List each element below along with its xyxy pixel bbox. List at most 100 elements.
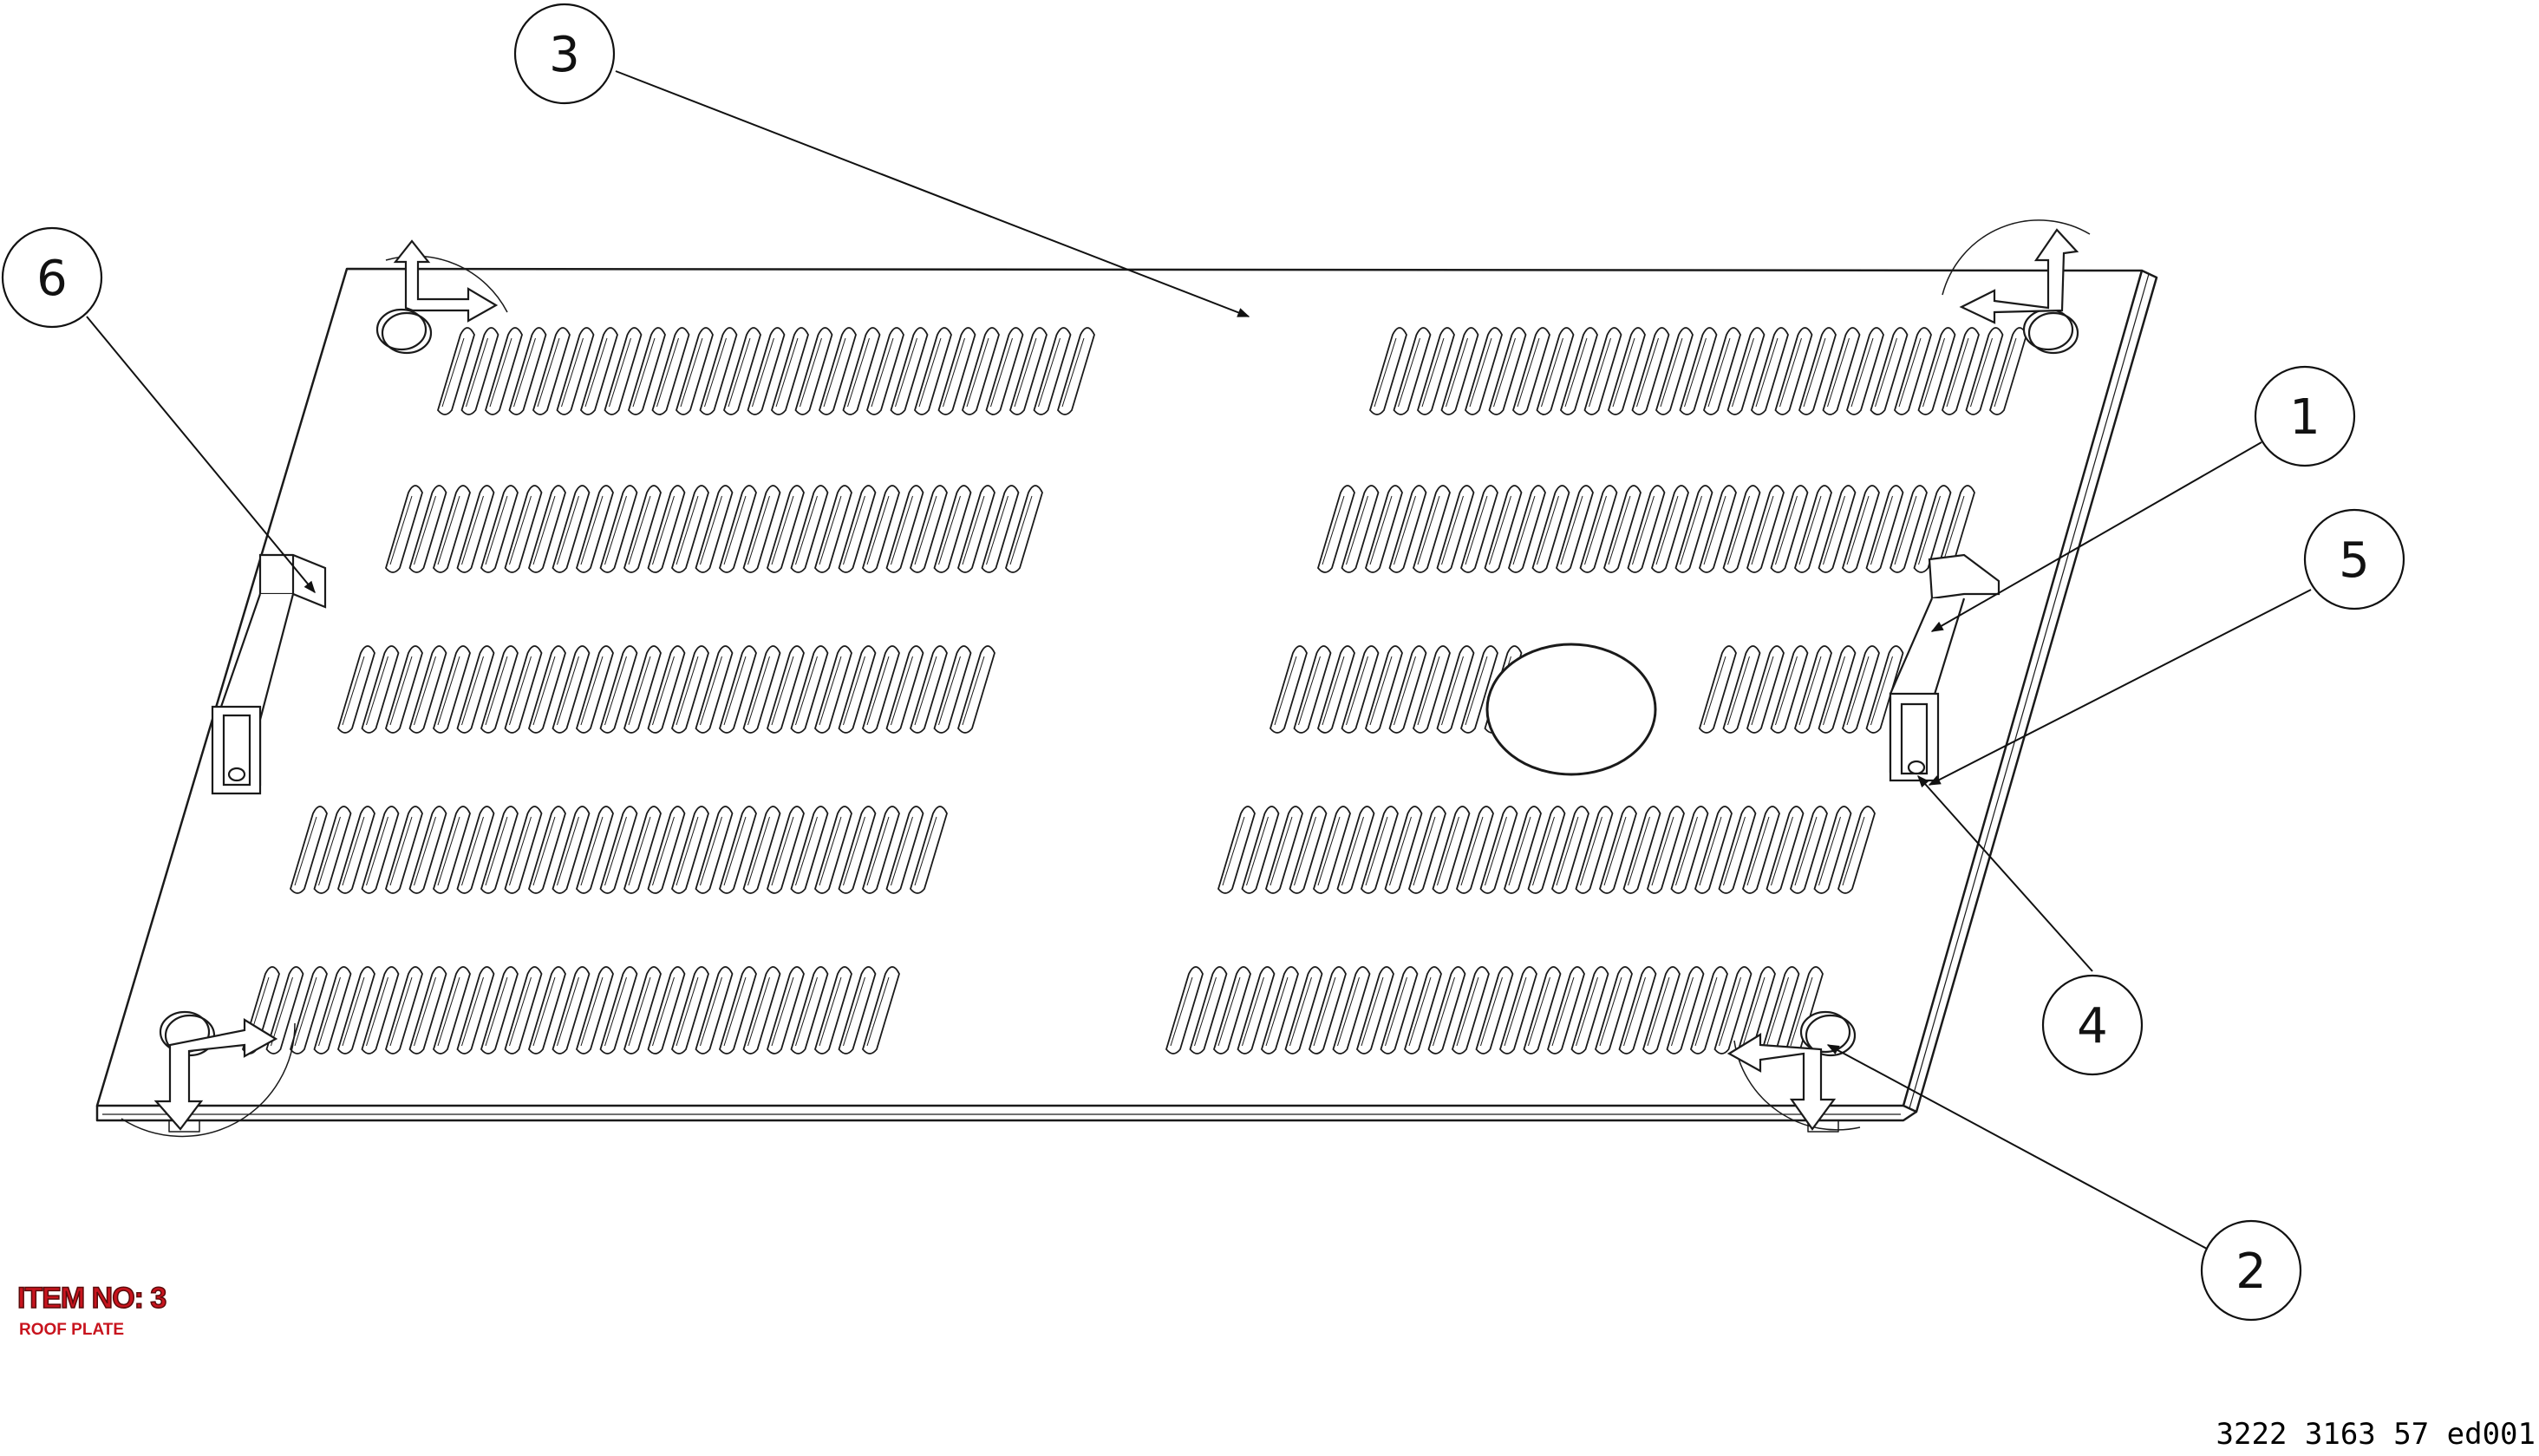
slot-shade-r5-s2 [1576,976,1598,1047]
slot-r5-s2 [1642,966,1681,1054]
slot-shade-r5-s2 [1170,976,1193,1047]
slot-r4-s2 [1289,806,1328,894]
slot-shade-r4-s2 [1556,816,1579,886]
slot-r2-s2 [1651,485,1689,573]
slot-shade-r2-s2 [1632,495,1655,565]
slot-shade-r5-s2 [1408,976,1432,1047]
slot-shade-r3-s1 [795,656,818,726]
slot-r5-s1 [767,966,805,1054]
slot-r5-s2 [1547,966,1585,1054]
slot-shade-r4-s1 [580,816,604,886]
slot-shade-r1-s1 [489,337,512,408]
slot-shade-r4-s1 [700,816,722,886]
slot-shade-r2-s1 [843,495,865,565]
slot-r2-s2 [1508,485,1546,573]
slot-r5-s1 [671,966,709,1054]
slot-shade-r5-s1 [366,976,388,1047]
slot-shade-r3-s2 [1298,656,1321,726]
slot-shade-r4-s2 [1651,816,1674,886]
slot-r3-s1 [337,645,375,734]
slot-shade-r3-s2 [1346,656,1368,726]
slot-shade-r5-s2 [1504,976,1527,1047]
slot-shade-r3-s1 [509,656,532,726]
slot-shade-r5-s1 [437,976,460,1047]
slot-shade-r2-s1 [509,495,532,565]
slot-r5-s2 [1523,966,1562,1054]
slot-shade-r3-s1 [580,656,604,726]
slot-r4-s1 [408,806,447,894]
slot-shade-r4-s1 [795,816,818,886]
item-number-title: ITEM NO: 3 [16,1282,167,1315]
slot-shade-r5-s1 [747,976,770,1047]
slot-r3-s3 [1818,645,1857,734]
slot-shade-r4-s2 [1746,816,1770,886]
slot-r4-s2 [1813,806,1852,894]
slot-shade-r1-s1 [1038,337,1061,408]
slot-shade-r2-s1 [795,495,818,565]
slot-r2-s2 [1865,485,1904,573]
slot-shade-r3-s3 [1703,656,1726,726]
slot-r5-s1 [790,966,829,1054]
slot-r2-s2 [1460,485,1498,573]
slot-r5-s2 [1189,966,1228,1054]
slot-shade-r3-s1 [723,656,747,726]
slot-r5-s2 [1213,966,1251,1054]
slot-shade-r5-s2 [1742,976,1766,1047]
slot-shade-r2-s2 [1560,495,1583,565]
slot-shade-r5-s2 [1313,976,1336,1047]
slot-shade-r3-s1 [866,656,890,726]
slot-shade-r4-s2 [1246,816,1269,886]
slot-shade-r2-s2 [1775,495,1798,565]
slot-shade-r4-s1 [843,816,865,886]
slot-shade-r1-s1 [537,337,560,408]
slot-r5-s2 [1666,966,1705,1054]
slot-r3-s2 [1293,645,1332,734]
slot-r3-s3 [1794,645,1832,734]
slot-shade-r2-s1 [485,495,508,565]
slot-r2-s2 [1794,485,1832,573]
slot-shade-r4-s1 [652,816,675,886]
slot-shade-r3-s1 [962,656,985,726]
slot-shade-r4-s1 [342,816,365,886]
slot-r4-s1 [767,806,805,894]
slot-r4-s2 [1837,806,1876,894]
slot-r4-s2 [1527,806,1566,894]
slot-shade-r1-s2 [1707,337,1731,408]
slot-r4-s1 [385,806,423,894]
slot-r2-s1 [623,485,662,573]
slot-shade-r3-s1 [676,656,699,726]
slot-r2-s1 [599,485,638,573]
slot-r5-s1 [504,966,543,1054]
slot-shade-r5-s1 [628,976,651,1047]
slot-shade-r3-s3 [1846,656,1870,726]
slot-r1-s2 [1369,327,1407,415]
slot-r1-s1 [747,327,786,415]
slot-shade-r4-s2 [1842,816,1865,886]
slot-r4-s1 [480,806,519,894]
slot-r2-s1 [910,485,948,573]
slot-shade-r5-s1 [819,976,842,1047]
slot-shade-r2-s2 [1346,495,1368,565]
slot-shade-r1-s2 [1850,337,1874,408]
slot-shade-r1-s1 [656,337,679,408]
slot-r2-s1 [790,485,829,573]
slot-shade-r2-s1 [414,495,436,565]
slot-shade-r2-s2 [1512,495,1536,565]
slot-shade-r5-s2 [1337,976,1360,1047]
slot-r3-s1 [767,645,805,734]
slot-r2-s1 [552,485,591,573]
slot-r2-s1 [862,485,900,573]
slot-r2-s1 [767,485,805,573]
slot-r1-s1 [890,327,929,415]
slot-r3-s1 [361,645,400,734]
slot-shade-r1-s1 [1014,337,1037,408]
slot-r4-s2 [1456,806,1494,894]
center-hole [1485,643,1657,776]
slot-r5-s1 [814,966,852,1054]
slot-shade-r4-s2 [1723,816,1746,886]
slot-r1-s1 [699,327,738,415]
slot-r5-s2 [1356,966,1394,1054]
slot-shade-r2-s1 [914,495,937,565]
slot-r2-s2 [1413,485,1451,573]
slot-r4-s1 [313,806,352,894]
